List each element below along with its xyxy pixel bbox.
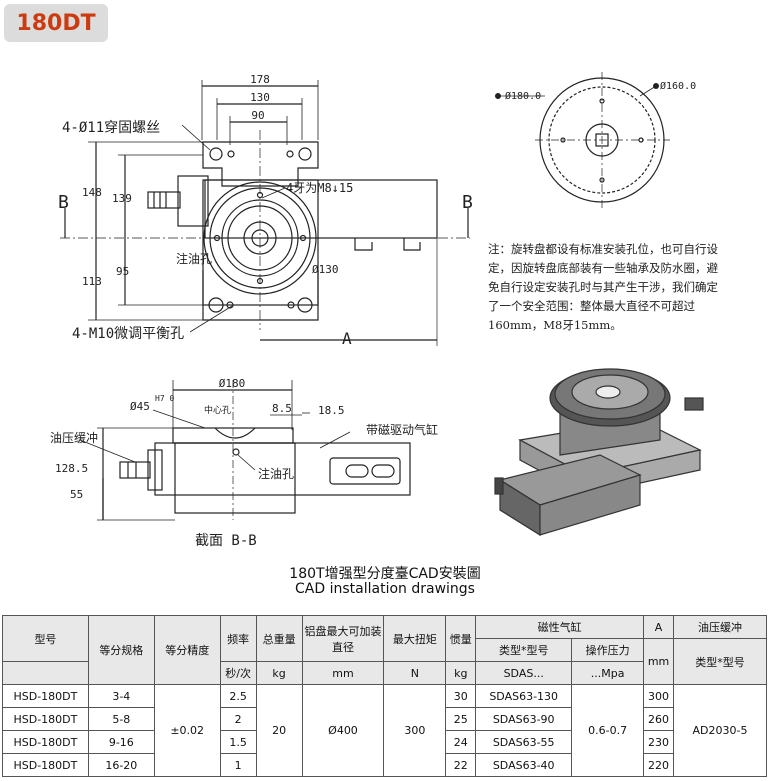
table-row: HSD-180DT 3-4 ±0.02 2.5 20 Ø400 300 30 S…	[2, 684, 767, 777]
dim-130: 130	[250, 91, 270, 104]
cell-inertia: 25	[445, 707, 477, 731]
header-division: 等分规格	[87, 615, 155, 685]
oil-hole-label-2: 注油孔	[258, 466, 294, 481]
installation-note: 注：旋转盘都设有标准安装孔位，也可自行设定，因旋转盘底部装有一些轴承及防水圈，避…	[488, 242, 718, 332]
cell-cyl: SDAS63-90	[475, 707, 573, 731]
circle-d180: Ø180.0	[505, 90, 541, 102]
header-a: A	[643, 615, 675, 639]
caption-en: CAD installation drawings	[295, 581, 475, 597]
cell-max-disc: Ø400	[301, 684, 385, 777]
header-freq: 频率	[219, 615, 257, 662]
table-row: HSD-180DT 16-20 1 22 SDAS63-40 220	[2, 753, 767, 777]
dim-d130: Ø130	[312, 263, 339, 276]
section-view	[79, 380, 411, 521]
cell-freq: 2.5	[219, 684, 257, 708]
unit-cyl-model: SDAS...	[475, 661, 573, 685]
cell-a: 230	[643, 730, 675, 754]
dim-178: 178	[250, 73, 270, 86]
dim-m8-label: 4牙为M8↓15	[286, 181, 353, 195]
unit-model	[2, 661, 89, 685]
cylinder-label: 带磁驱动气缸	[366, 422, 438, 437]
dim-55: 55	[70, 488, 83, 501]
cell-division: 5-8	[87, 707, 155, 731]
dim-90: 90	[251, 109, 264, 122]
cell-inertia: 24	[445, 730, 477, 754]
section-mark-left: B	[58, 192, 69, 213]
top-view	[60, 80, 470, 346]
unit-a: mm	[643, 638, 675, 685]
cell-division: 3-4	[87, 684, 155, 708]
product-3d-image	[494, 368, 704, 537]
unit-max-disc: mm	[301, 661, 385, 685]
section-mark-right: B	[462, 192, 473, 213]
unit-torque: N	[383, 661, 447, 685]
header-pressure: 操作压力	[571, 638, 645, 662]
header-precision: 等分精度	[153, 615, 221, 685]
cell-model: HSD-180DT	[2, 730, 89, 754]
header-weight: 总重量	[255, 615, 303, 662]
unit-inertia: kg	[445, 661, 477, 685]
tolerance-h7: H7 0	[155, 394, 174, 403]
section-label: 截面 B-B	[195, 533, 257, 549]
cell-cyl: SDAS63-130	[475, 684, 573, 708]
cell-model: HSD-180DT	[2, 707, 89, 731]
m10-label: 4-M10微调平衡孔	[72, 326, 184, 342]
mounting-circle-diagram	[498, 72, 670, 208]
cell-cyl: SDAS63-40	[475, 753, 573, 777]
cell-model: HSD-180DT	[2, 753, 89, 777]
header-cyl-model: 类型*型号	[475, 638, 573, 662]
cell-freq: 1	[219, 753, 257, 777]
header-cylinder: 磁性气缸	[475, 615, 645, 639]
header-model: 型号	[2, 615, 89, 662]
section-d45: Ø45	[130, 400, 150, 413]
cell-precision: ±0.02	[153, 684, 221, 777]
unit-freq: 秒/次	[219, 661, 257, 685]
unit-pressure: ...Mpa	[571, 661, 645, 685]
dim-128-5: 128.5	[55, 462, 88, 475]
cell-buffer-model: AD2030-5	[673, 684, 767, 777]
dim-113: 113	[82, 275, 102, 288]
bolt-label: 4-Ø11穿固螺丝	[62, 120, 160, 136]
cell-inertia: 30	[445, 684, 477, 708]
cell-cyl: SDAS63-55	[475, 730, 573, 754]
dim-18-5: 18.5	[318, 404, 345, 417]
cell-weight: 20	[255, 684, 303, 777]
header-inertia: 惯量	[445, 615, 477, 662]
oil-pipe-label: 油压缓冲	[50, 430, 98, 445]
cad-drawing: 178 130 90 4-Ø11穿固螺丝 B B 148 139 113 95 …	[50, 72, 704, 549]
unit-weight: kg	[255, 661, 303, 685]
cell-torque: 300	[383, 684, 447, 777]
cell-freq: 2	[219, 707, 257, 731]
dim-95: 95	[116, 265, 129, 278]
caption-zh: 180T增强型分度臺CAD安裝圖	[289, 566, 481, 582]
cell-inertia: 22	[445, 753, 477, 777]
dim-a: A	[342, 329, 352, 348]
cell-division: 16-20	[87, 753, 155, 777]
model-badge: 180DT	[4, 4, 108, 42]
header-torque: 最大扭矩	[383, 615, 447, 662]
header-buffer: 油压缓冲	[673, 615, 767, 639]
section-d180: Ø180	[219, 377, 246, 390]
cell-division: 9-16	[87, 730, 155, 754]
circle-d160: Ø160.0	[660, 80, 696, 92]
header-buffer-model: 类型*型号	[673, 638, 767, 685]
spec-table: 型号 等分规格 等分精度 频率 总重量 铝盘最大可加装直径 最大扭矩 惯量 磁性…	[2, 615, 767, 777]
cell-a: 260	[643, 707, 675, 731]
cell-model: HSD-180DT	[2, 684, 89, 708]
dim-8-5: 8.5	[272, 402, 292, 415]
oil-hole-label: 注油孔	[176, 251, 212, 266]
header-max-disc: 铝盘最大可加装直径	[301, 615, 385, 662]
dim-148: 148	[82, 186, 102, 199]
cell-freq: 1.5	[219, 730, 257, 754]
dim-139: 139	[112, 192, 132, 205]
cell-a: 300	[643, 684, 675, 708]
center-hole-label: 中心孔	[204, 404, 231, 416]
cell-a: 220	[643, 753, 675, 777]
cell-pressure: 0.6-0.7	[571, 684, 645, 777]
